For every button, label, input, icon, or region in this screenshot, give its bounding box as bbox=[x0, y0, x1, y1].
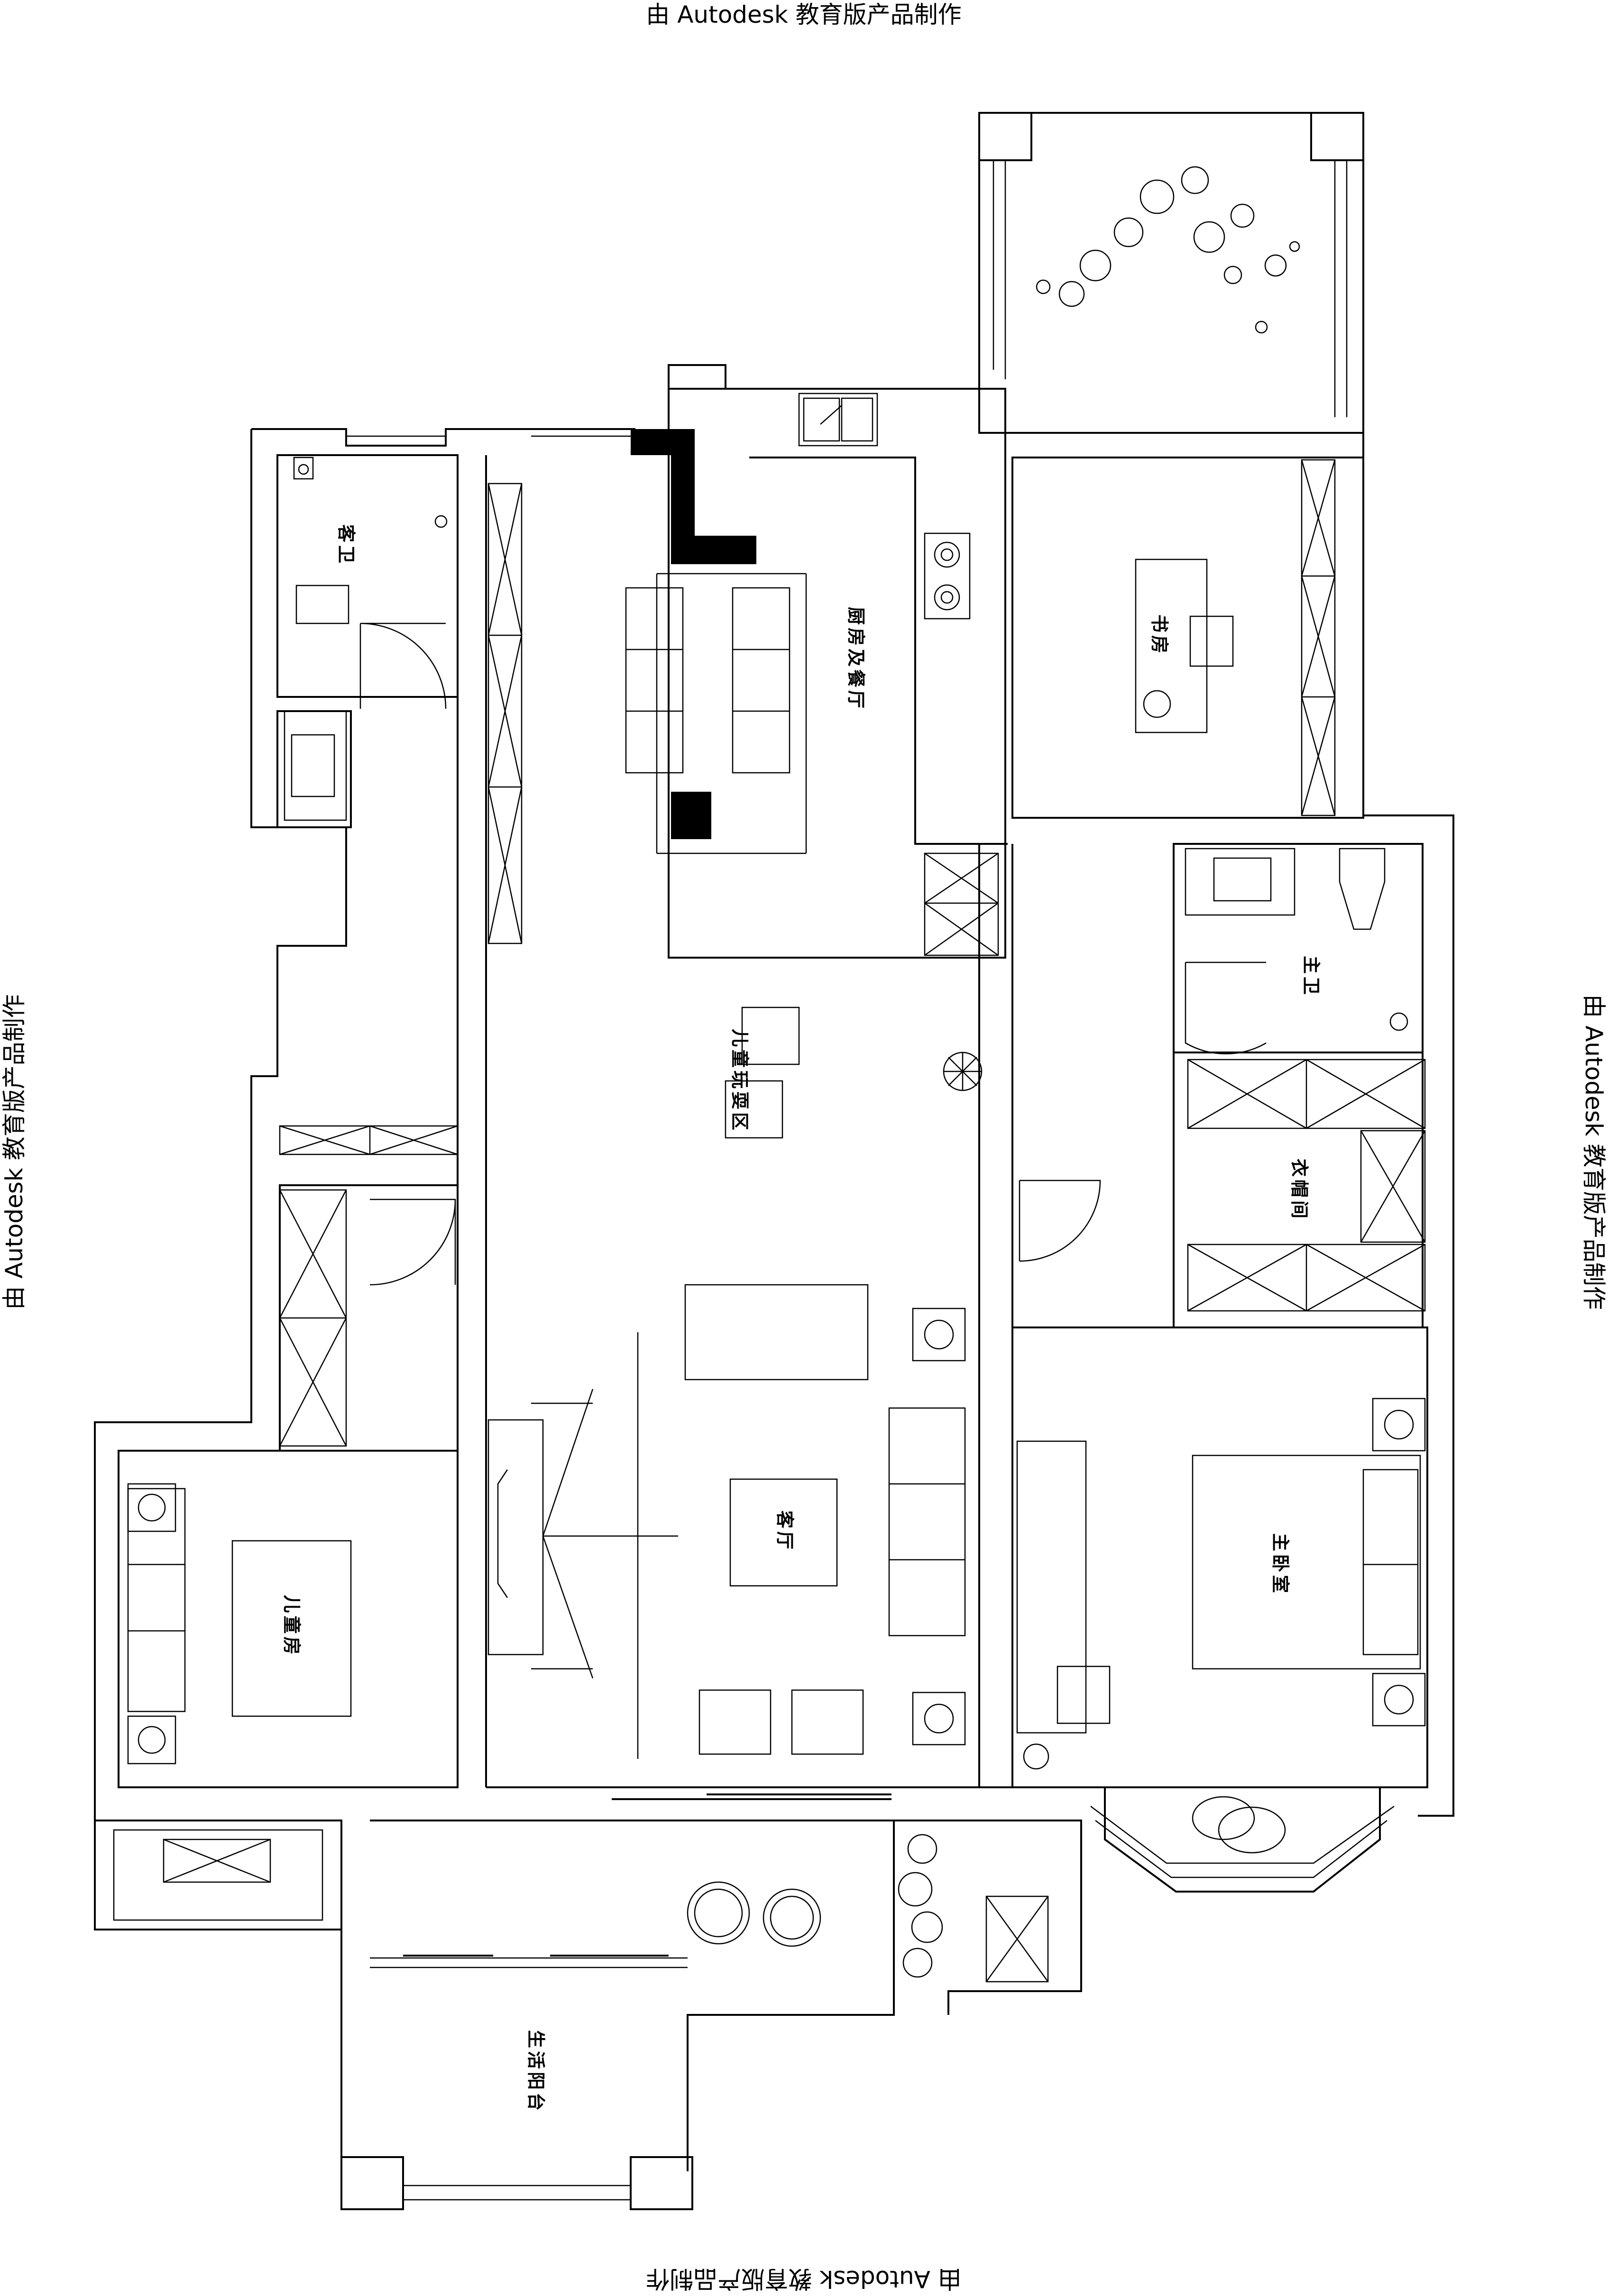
plants bbox=[898, 166, 1300, 1978]
doors bbox=[359, 622, 1267, 1957]
room-label-kids-room: 儿童房 bbox=[281, 1594, 303, 1658]
room-label-kitchen-dining: 厨房及餐厅 bbox=[845, 606, 867, 712]
watermark-top: 由 Autodesk 教育版产品制作 bbox=[646, 1, 962, 28]
furniture bbox=[127, 393, 1426, 1947]
room-label-foyer: 儿童玩耍区 bbox=[729, 1028, 751, 1134]
living-room-view-lines bbox=[542, 1389, 678, 1679]
room-label-living-room: 客厅 bbox=[774, 1510, 796, 1553]
black-wall-blocks bbox=[631, 429, 756, 839]
room-label-wardrobe: 衣帽间 bbox=[1289, 1158, 1310, 1222]
room-label-guest-bath: 客卫 bbox=[336, 524, 357, 567]
room-label-master-bedroom: 主卧室 bbox=[1270, 1533, 1291, 1596]
room-label-balcony: 生活阳台 bbox=[525, 2030, 547, 2114]
wardrobe-units bbox=[279, 459, 1426, 1983]
room-label-master-bath: 主卫 bbox=[1301, 955, 1322, 998]
room-label-study: 书房 bbox=[1149, 614, 1170, 657]
